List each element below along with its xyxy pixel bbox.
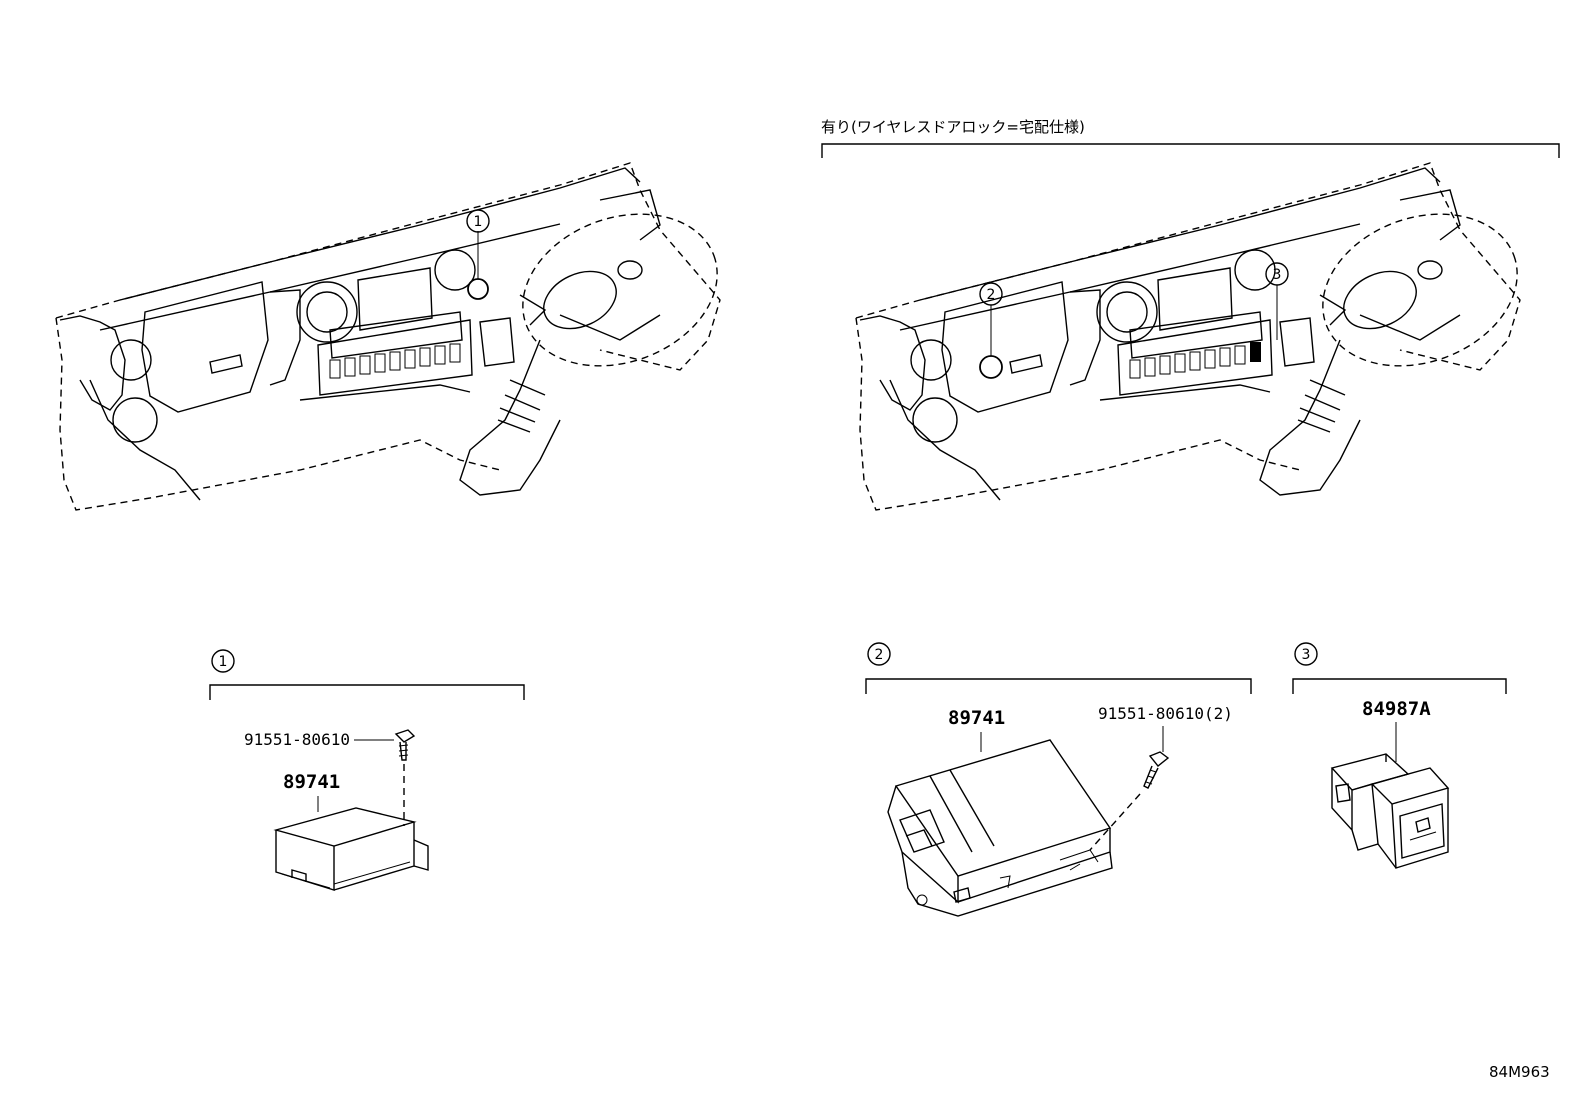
door-lock-switch-marker (1250, 342, 1261, 362)
group-1-index-circle[interactable] (211, 649, 235, 673)
group-2-bracket (865, 678, 1252, 694)
part-84987A[interactable]: 84987A (1362, 698, 1431, 720)
callout-3-label: 3 (1273, 267, 1282, 283)
option-caption: 有り(ワイヤレスドアロック=宅配仕様) (821, 118, 1085, 136)
group-3-bracket (1292, 678, 1507, 694)
option-bracket (821, 143, 1560, 158)
part-89741[interactable]: 89741 (283, 771, 340, 793)
group-1-index: 1 (219, 654, 228, 670)
group-3-index: 3 (1302, 647, 1311, 663)
switch-row-right (1129, 342, 1261, 379)
group-2: 2 89741 91551-80610(2) (865, 642, 1252, 917)
ecu-location-marker-2 (979, 355, 1003, 379)
switch-row-left (329, 343, 461, 379)
screw-icon-2 (1143, 751, 1170, 789)
ecu-location-marker (467, 278, 489, 300)
group-1-bracket (209, 684, 525, 700)
screw-icon (394, 729, 416, 761)
group-1: 1 91551-80610 89741 (209, 649, 525, 891)
callout-2-circle[interactable] (979, 282, 1003, 306)
part-91551-80610-2[interactable]: 91551-80610(2) (1098, 704, 1233, 723)
group-2-index-circle[interactable] (867, 642, 891, 666)
group-3: 3 84987A (1292, 642, 1507, 869)
part-91551-80610[interactable]: 91551-80610 (244, 730, 350, 749)
group-2-index: 2 (875, 647, 884, 663)
part-89741-b[interactable]: 89741 (948, 707, 1005, 729)
diagram-code: 84M963 (1489, 1063, 1550, 1081)
door-lock-switch-icon (1330, 753, 1450, 869)
group-3-index-circle[interactable] (1294, 642, 1318, 666)
ecu-box-icon (273, 807, 429, 891)
callout-2-label: 2 (987, 287, 996, 303)
dashboard-overview-right: 2 3 (855, 162, 1521, 511)
callout-1-circle[interactable] (466, 209, 490, 233)
callout-3-circle[interactable] (1265, 262, 1289, 286)
ecu-module-icon (887, 739, 1113, 917)
dashboard-overview-left: 1 (55, 162, 721, 511)
callout-1-label: 1 (474, 214, 483, 230)
